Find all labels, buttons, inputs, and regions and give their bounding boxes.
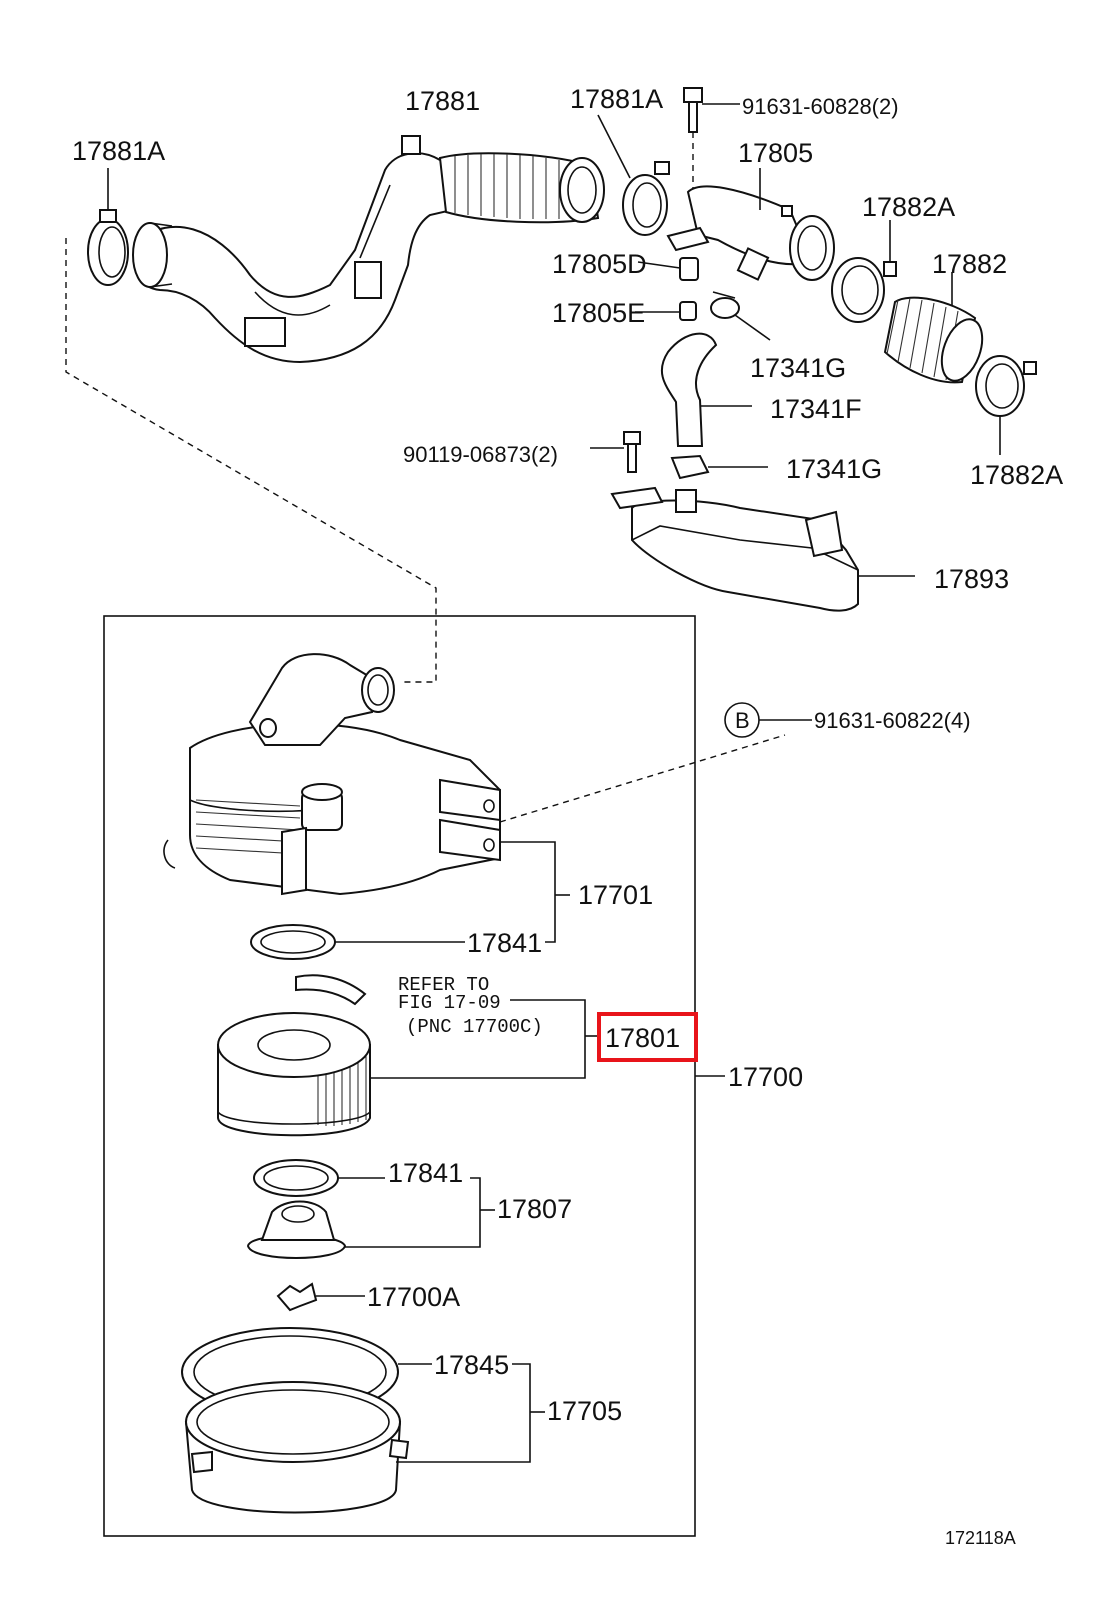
callout-b-bolt-91631-60822	[724, 702, 812, 738]
label-17882: 17882	[932, 249, 1007, 279]
label-17893: 17893	[934, 564, 1009, 594]
wing-nut-17700A	[276, 1282, 365, 1312]
label-17700A: 17700A	[367, 1282, 460, 1312]
label-17805E: 17805E	[552, 298, 645, 328]
label-17701: 17701	[578, 880, 653, 910]
filter-element-17801	[217, 974, 600, 1137]
intake-connector-17805	[666, 168, 835, 281]
hose-17341F	[660, 332, 752, 447]
label-17881A-top: 17881A	[570, 84, 663, 114]
label-17881: 17881	[405, 86, 480, 116]
hose-clamp-17882A-bottom	[975, 355, 1037, 455]
label-17841-bottom: 17841	[388, 1158, 463, 1188]
label-17705: 17705	[547, 1396, 622, 1426]
label-17805: 17805	[738, 138, 813, 168]
label-17341G-top: 17341G	[750, 353, 846, 383]
hose-clamp-17882A-top	[831, 220, 897, 323]
label-17807: 17807	[497, 1194, 572, 1224]
clip-17341G-bottom	[670, 454, 768, 480]
connection-dashed-line	[65, 238, 437, 683]
label-17805D: 17805D	[552, 249, 647, 279]
label-17882A-bottom: 17882A	[970, 460, 1063, 490]
resonator-17893	[610, 486, 915, 612]
label-17341G-bottom: 17341G	[786, 454, 882, 484]
label-17700: 17700	[728, 1062, 803, 1092]
hose-clamp-17881A-left	[87, 168, 129, 286]
label-17845: 17845	[434, 1350, 509, 1380]
label-91631-60822: 91631-60822(4)	[814, 708, 971, 733]
figure-number: 172118A	[945, 1528, 1016, 1548]
valve-17807	[246, 1200, 347, 1259]
refer-text-line2: FIG 17-09	[398, 992, 501, 1014]
grommet-17805D	[637, 257, 699, 281]
bolt-91631-60828	[683, 87, 740, 220]
callout-b-letter: B	[735, 708, 750, 733]
label-17341F: 17341F	[770, 394, 862, 424]
hose-clamp-17881A-top	[597, 114, 670, 236]
bellows-hose-17882	[883, 272, 984, 384]
clip-17341G-top	[710, 291, 771, 341]
label-91631-60828: 91631-60828(2)	[742, 94, 899, 119]
refer-text-line3: (PNC 17700C)	[406, 1016, 543, 1038]
label-90119-06873: 90119-06873(2)	[403, 442, 558, 467]
air-cleaner-cap-17701	[163, 653, 570, 943]
callout-b-leader	[499, 734, 786, 823]
gasket-17841-top	[250, 924, 465, 960]
air-cleaner-case-17705	[181, 1327, 545, 1514]
label-17841-top: 17841	[467, 928, 542, 958]
gasket-17841-bottom	[253, 1159, 495, 1248]
refer-text-line1: REFER TO	[398, 974, 489, 996]
plug-17805E	[635, 301, 697, 321]
label-17881A-left: 17881A	[72, 136, 165, 166]
label-17801: 17801	[605, 1023, 680, 1053]
label-17882A-top: 17882A	[862, 192, 955, 222]
highlight-box-17801	[597, 1012, 698, 1062]
intake-duct-17881	[132, 135, 605, 364]
bolt-90119-06873	[590, 431, 641, 473]
